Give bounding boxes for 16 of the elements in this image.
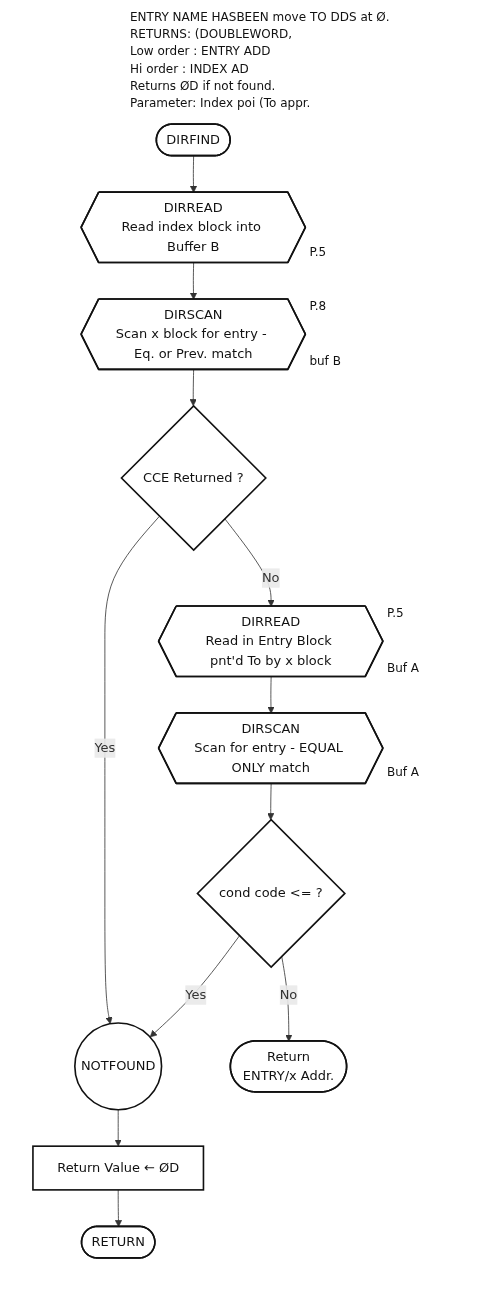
- edge-label: Yes: [94, 740, 116, 756]
- side-note: buf B: [309, 353, 341, 368]
- edge-label: No: [261, 570, 280, 586]
- edge-label: Yes: [185, 987, 207, 1003]
- node-diamond: CCE Returned ?: [120, 404, 267, 552]
- note-text: Parameter: Index poi (To appr.: [130, 94, 312, 112]
- note-text: RETURNS: (DOUBLEWORD,: [130, 26, 294, 43]
- note-text: Returns ØD if not found.: [130, 77, 277, 94]
- node-circle: NOTFOUND: [74, 1022, 163, 1111]
- note-text: Low order : ENTRY ADD: [130, 43, 272, 60]
- note-text: Hi order : INDEX AD: [130, 60, 250, 77]
- note-text: ENTRY NAME HASBEEN move TO DDS at Ø.: [130, 9, 391, 26]
- node-diamond: cond code <= ?: [196, 818, 346, 969]
- edge-label: No: [279, 987, 298, 1003]
- side-note: Buf A: [386, 660, 419, 675]
- node-box: Return Value ← ØD: [32, 1145, 205, 1191]
